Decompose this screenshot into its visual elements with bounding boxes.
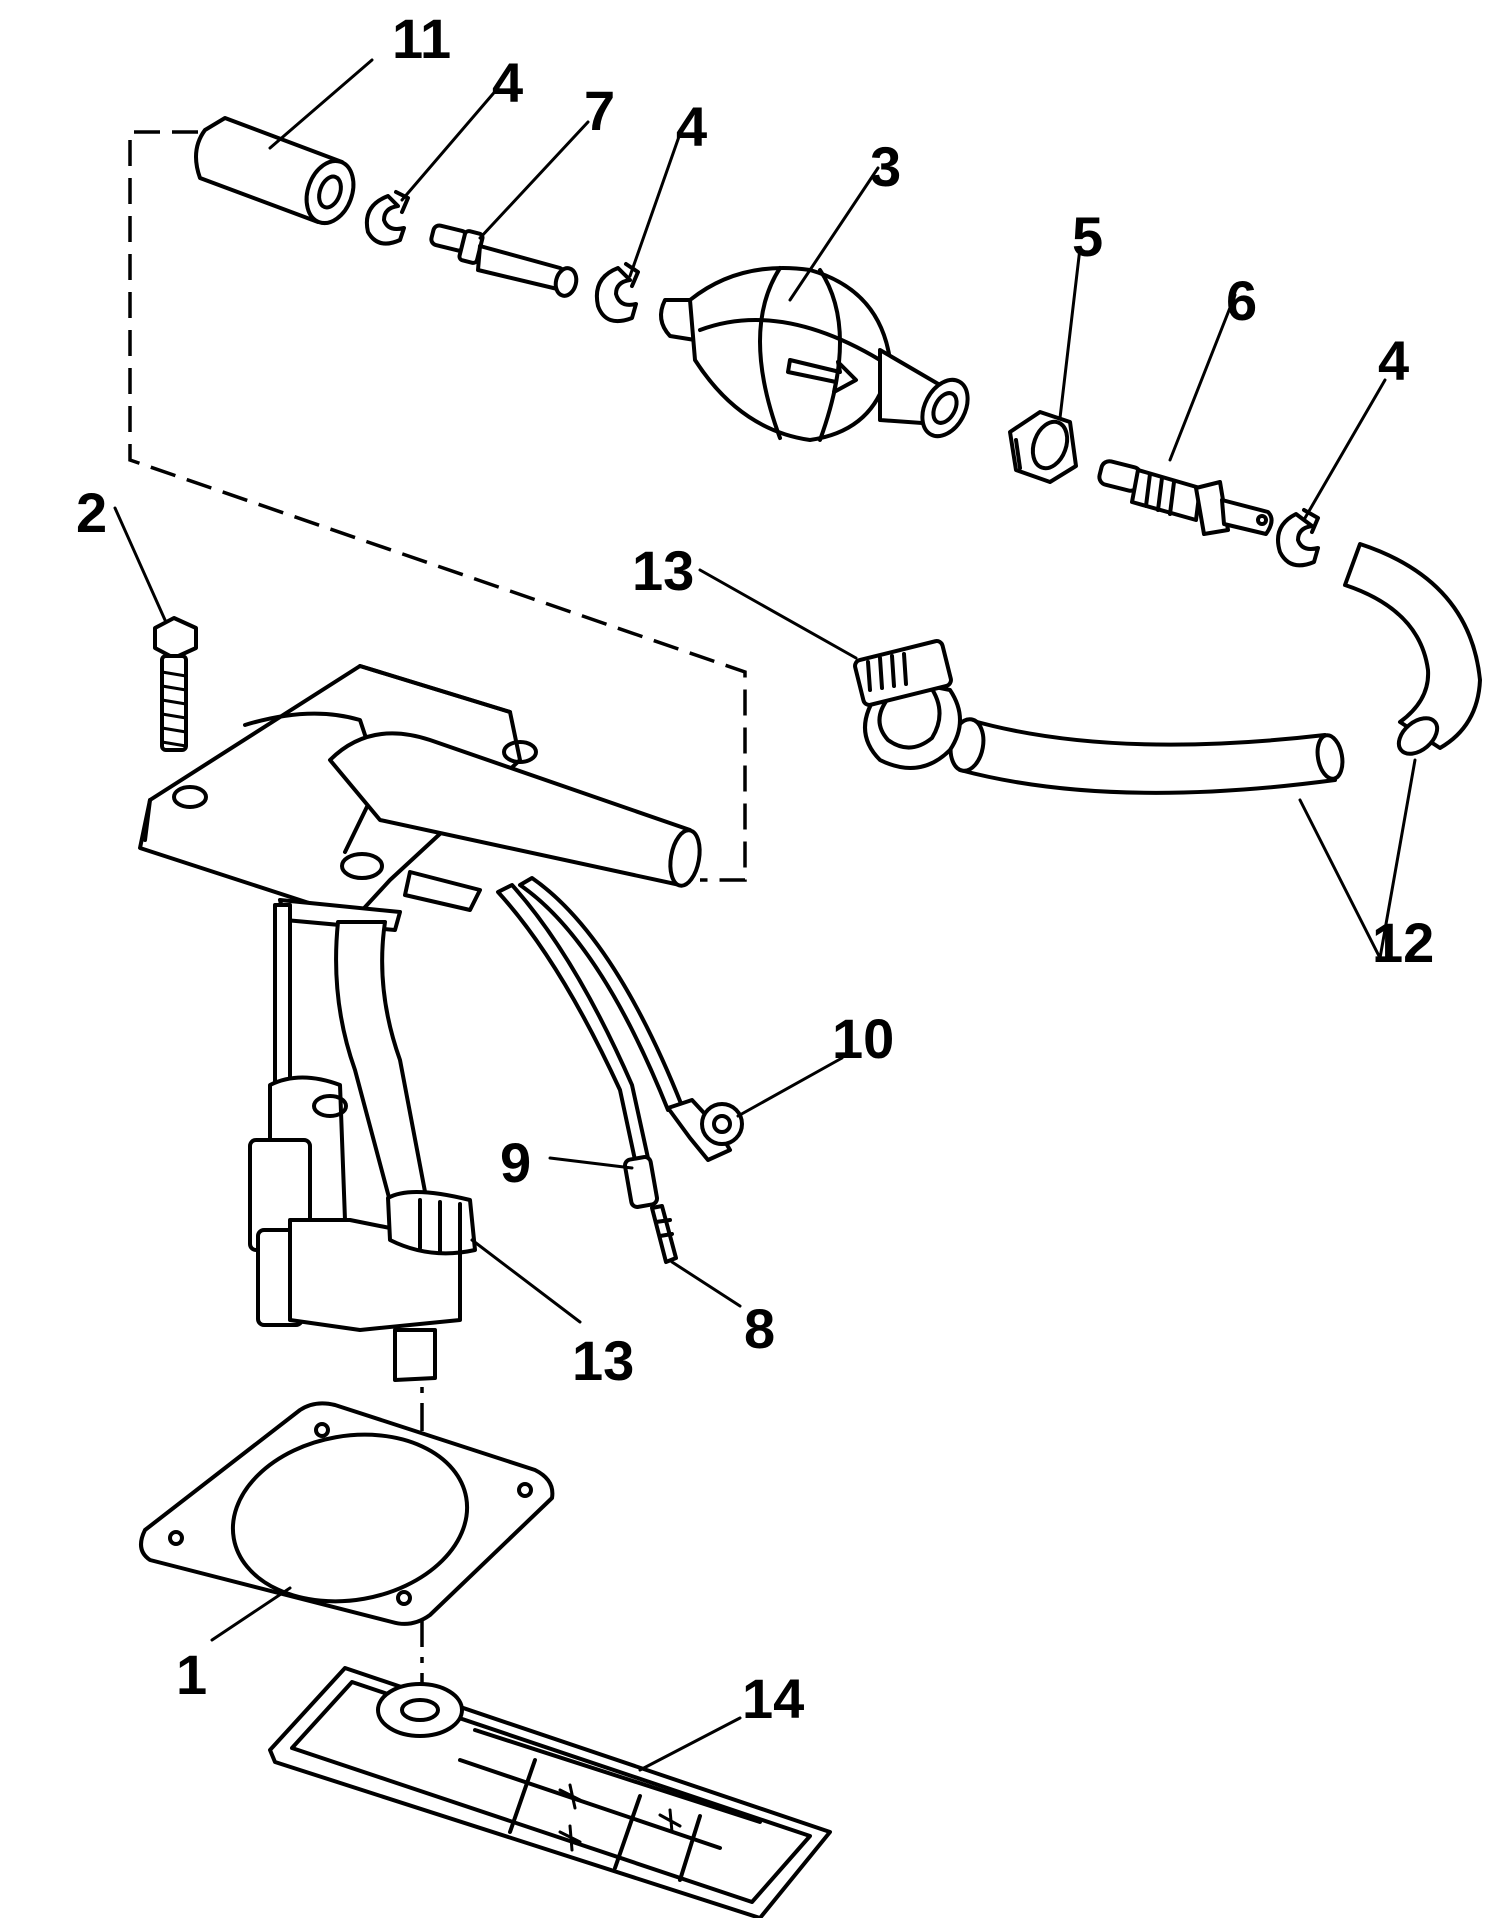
callout-10: 10 <box>832 1007 894 1070</box>
callout-6: 6 <box>1226 269 1257 332</box>
part-8-terminal <box>650 1204 678 1264</box>
pump-body <box>248 903 477 1382</box>
callout-4: 4 <box>676 95 707 158</box>
leader-lines <box>113 58 1417 1772</box>
part-7-fitting <box>429 223 579 298</box>
callout-2: 2 <box>76 481 107 544</box>
part-4-clip-c <box>1276 508 1320 568</box>
part-12-fuel-hoses <box>948 542 1482 795</box>
callout-5: 5 <box>1072 205 1103 268</box>
wire-harness <box>496 876 684 1162</box>
callout-12: 12 <box>1372 911 1434 974</box>
callout-14: 14 <box>742 1667 804 1730</box>
callout-13: 13 <box>572 1329 634 1392</box>
callout-4: 4 <box>1378 329 1409 392</box>
part-13-hose-clamp-a <box>853 639 962 770</box>
callout-3: 3 <box>870 135 901 198</box>
callout-11: 11 <box>392 7 451 70</box>
part-4-clip-a <box>365 190 410 246</box>
pump-mounting-plate <box>138 664 702 932</box>
part-4-clip-b <box>595 262 640 323</box>
part-2-screw <box>153 616 198 752</box>
callout-1: 1 <box>176 1643 207 1706</box>
part-6-check-valve <box>1097 459 1274 536</box>
callout-7: 7 <box>584 79 615 142</box>
part-5-nut <box>1008 410 1078 484</box>
callout-13: 13 <box>632 539 694 602</box>
part-1-gasket <box>139 1401 555 1626</box>
part-11-hose <box>194 116 356 225</box>
callout-8: 8 <box>744 1297 775 1360</box>
callout-4: 4 <box>492 51 523 114</box>
part-10-ring-terminal <box>666 1098 744 1162</box>
part-14-filter <box>268 1666 832 1918</box>
callout-9: 9 <box>500 1131 531 1194</box>
part-9-bullet-connector <box>622 1155 660 1209</box>
callout-numbers: 11 4 7 4 3 5 6 4 2 13 12 10 9 8 13 1 14 <box>76 7 1434 1730</box>
part-3-primer-bulb <box>659 266 970 442</box>
